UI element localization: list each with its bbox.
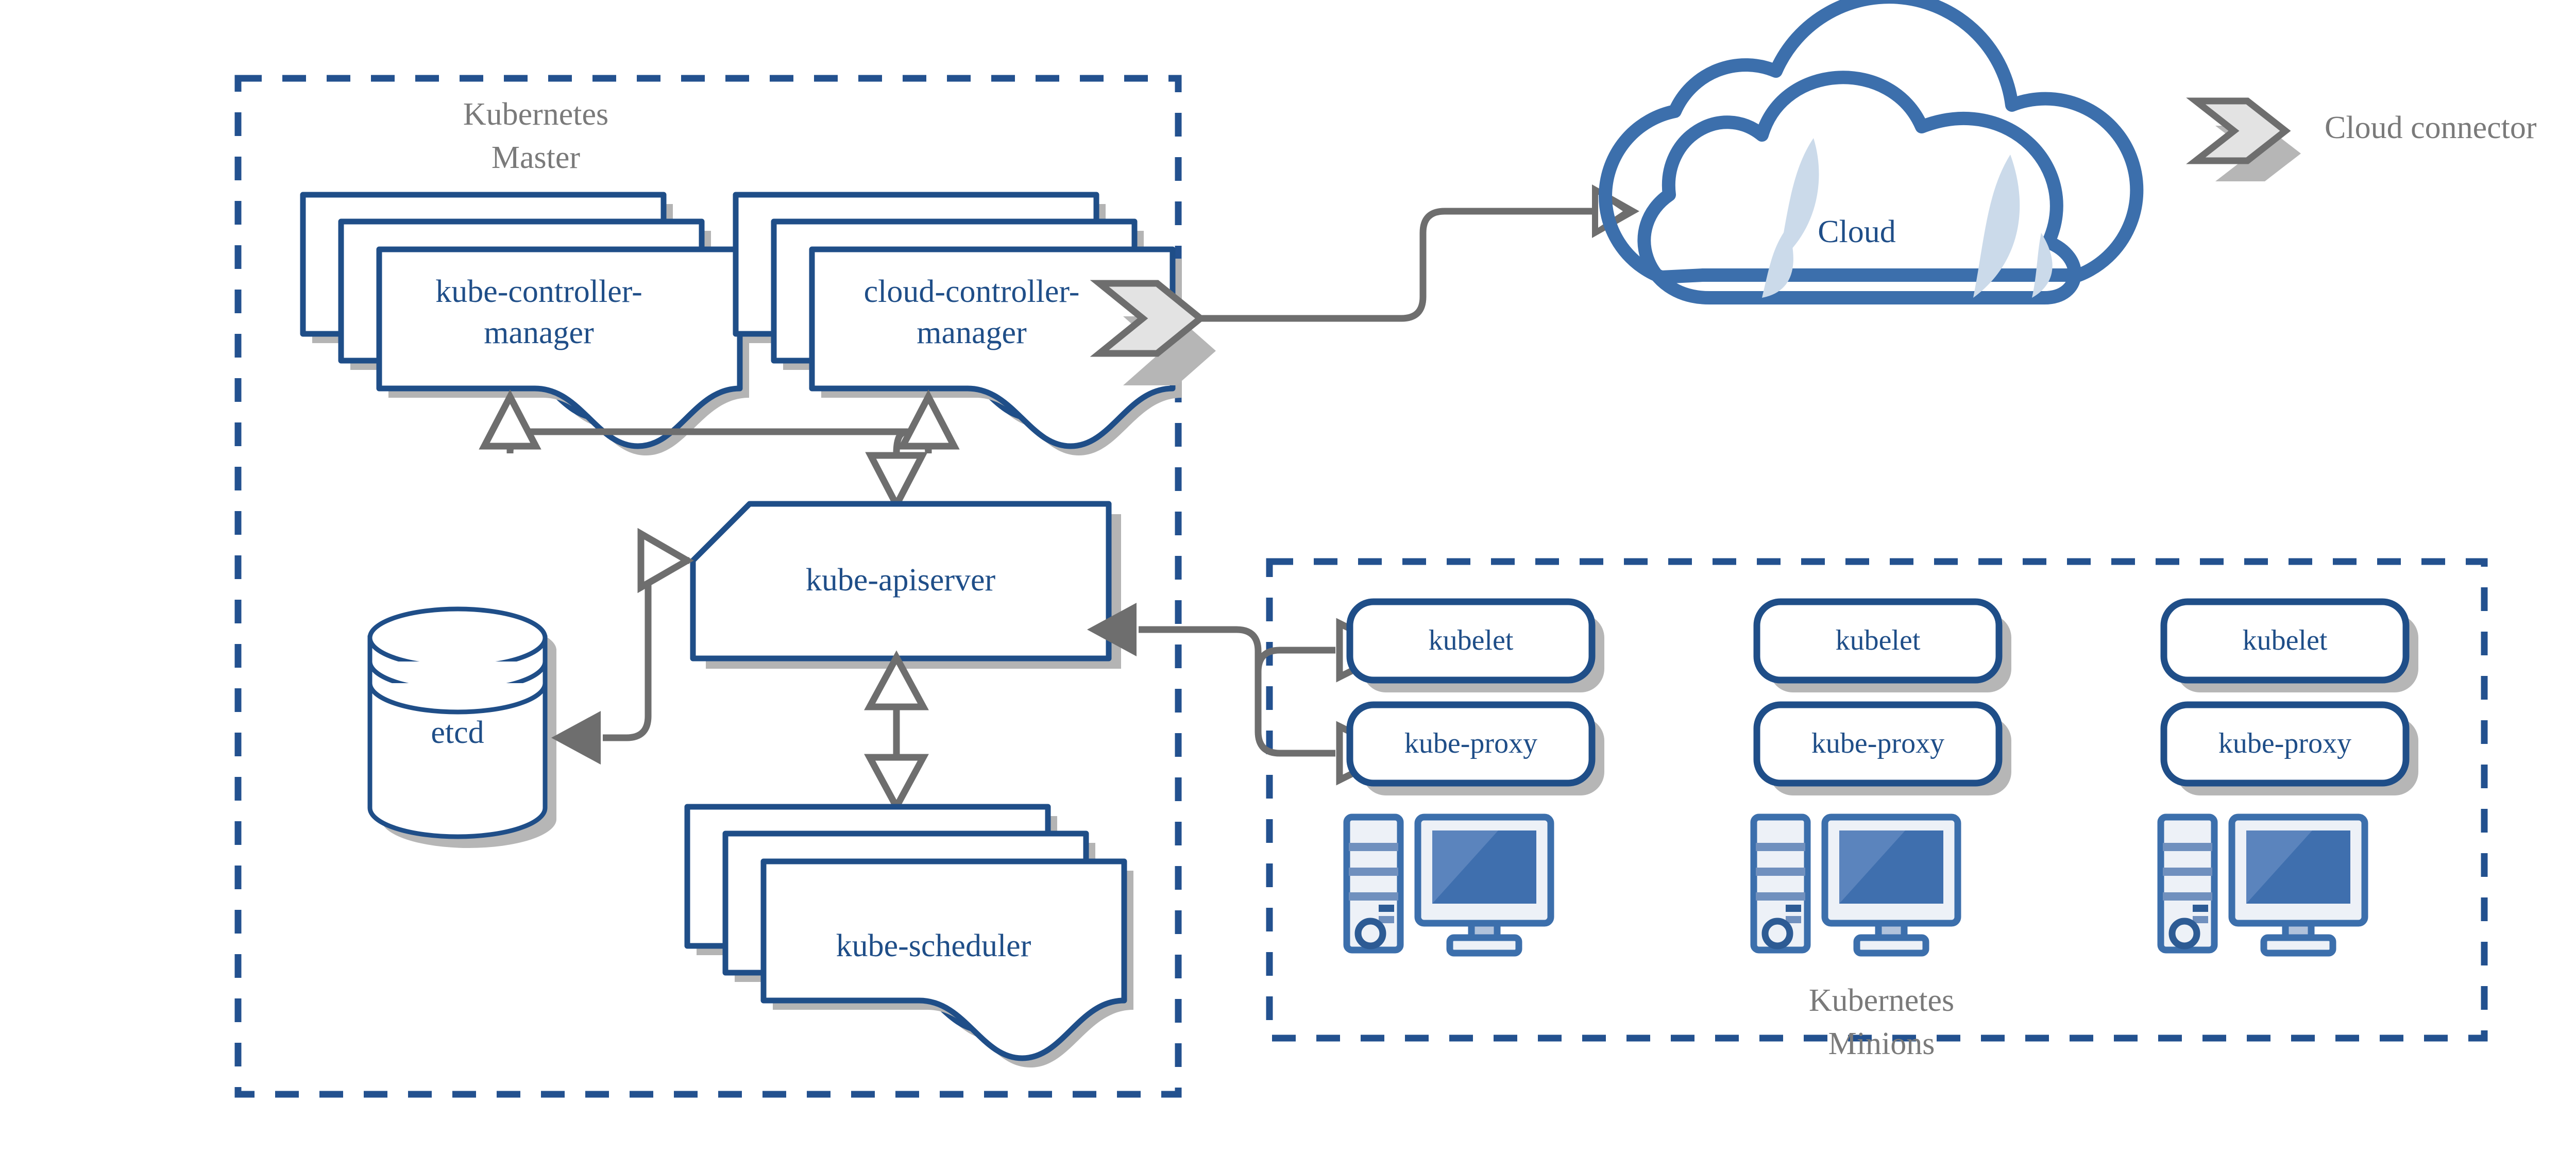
node-label-kube-scheduler: kube-scheduler [836,928,1031,963]
minion-node-1[interactable]: kubelet kube-proxy [1343,598,1604,957]
minion-3-computer-icon [2157,813,2368,957]
minion-2-kube-proxy[interactable]: kube-proxy [1753,701,2011,795]
minion-3-kubelet[interactable]: kubelet [2160,598,2418,692]
arrowhead-to-apiserver-right [1087,603,1137,656]
minion-2-kubelet-label: kubelet [1836,624,1921,656]
minion-1-computer-icon [1343,813,1554,957]
cloud-connector-icon-ccm [1090,280,1216,385]
connector-apiserver-etcd [551,528,694,765]
master-zone-label-line2: Master [492,140,581,175]
node-etcd[interactable]: etcd [367,606,556,848]
arrowhead-to-ccm [897,389,960,450]
minion-1-kubelet[interactable]: kubelet [1346,598,1604,692]
arrowhead-to-kcm [479,389,541,450]
arrowhead-to-apiserver-left [637,528,694,594]
master-zone-label: Kubernetes Master [463,97,608,175]
node-label-kube-apiserver: kube-apiserver [806,563,996,598]
cloud-connector-icon [2186,97,2301,181]
arrowhead-to-apiserver-bottom [864,650,929,710]
legend-cloud-connector: Cloud connector [2186,97,2537,181]
minion-node-3[interactable]: kubelet kube-proxy [2157,598,2418,957]
connector-managers-to-apiserver [479,389,960,513]
node-kube-controller-manager[interactable]: kube-controller- manager [300,192,749,455]
node-label-cloud-controller-manager-line1: cloud-controller- [864,274,1080,309]
node-label-kube-controller-manager-line1: kube-controller- [435,274,642,309]
minion-1-kubelet-label: kubelet [1429,624,1514,656]
node-cloud-controller-manager[interactable]: cloud-controller- manager [733,192,1182,455]
minion-3-kube-proxy-label: kube-proxy [2218,727,2351,759]
arrowhead-to-etcd [551,711,601,765]
node-kube-scheduler[interactable]: kube-scheduler [684,804,1133,1067]
arrowhead-to-scheduler [864,754,929,814]
connector-ccm-to-cloud [1180,184,1639,322]
minion-node-2[interactable]: kubelet kube-proxy [1750,598,2011,957]
minion-3-kubelet-label: kubelet [2243,624,2328,656]
connector-apiserver-scheduler [864,650,929,814]
minion-1-kube-proxy[interactable]: kube-proxy [1346,701,1604,795]
legend-label-cloud-connector: Cloud connector [2325,110,2537,145]
node-kube-apiserver[interactable]: kube-apiserver [690,501,1121,669]
minions-zone-label-line1: Kubernetes [1809,983,1954,1018]
minion-2-computer-icon [1750,813,1961,957]
minion-1-kube-proxy-label: kube-proxy [1404,727,1537,759]
node-cloud[interactable]: Cloud [1599,0,2144,304]
minion-2-kubelet[interactable]: kubelet [1753,598,2011,692]
master-zone-label-line1: Kubernetes [463,97,608,132]
node-label-cloud: Cloud [1818,214,1896,249]
minions-zone-label-line2: Minions [1828,1026,1935,1061]
node-label-cloud-controller-manager-line2: manager [917,315,1027,350]
minions-zone-label: Kubernetes Minions [1809,983,1954,1061]
minion-3-kube-proxy[interactable]: kube-proxy [2160,701,2418,795]
node-label-kube-controller-manager-line2: manager [484,315,594,350]
minion-2-kube-proxy-label: kube-proxy [1811,727,1944,759]
arrowhead-to-apiserver-top [865,452,928,513]
node-label-etcd: etcd [431,715,484,750]
